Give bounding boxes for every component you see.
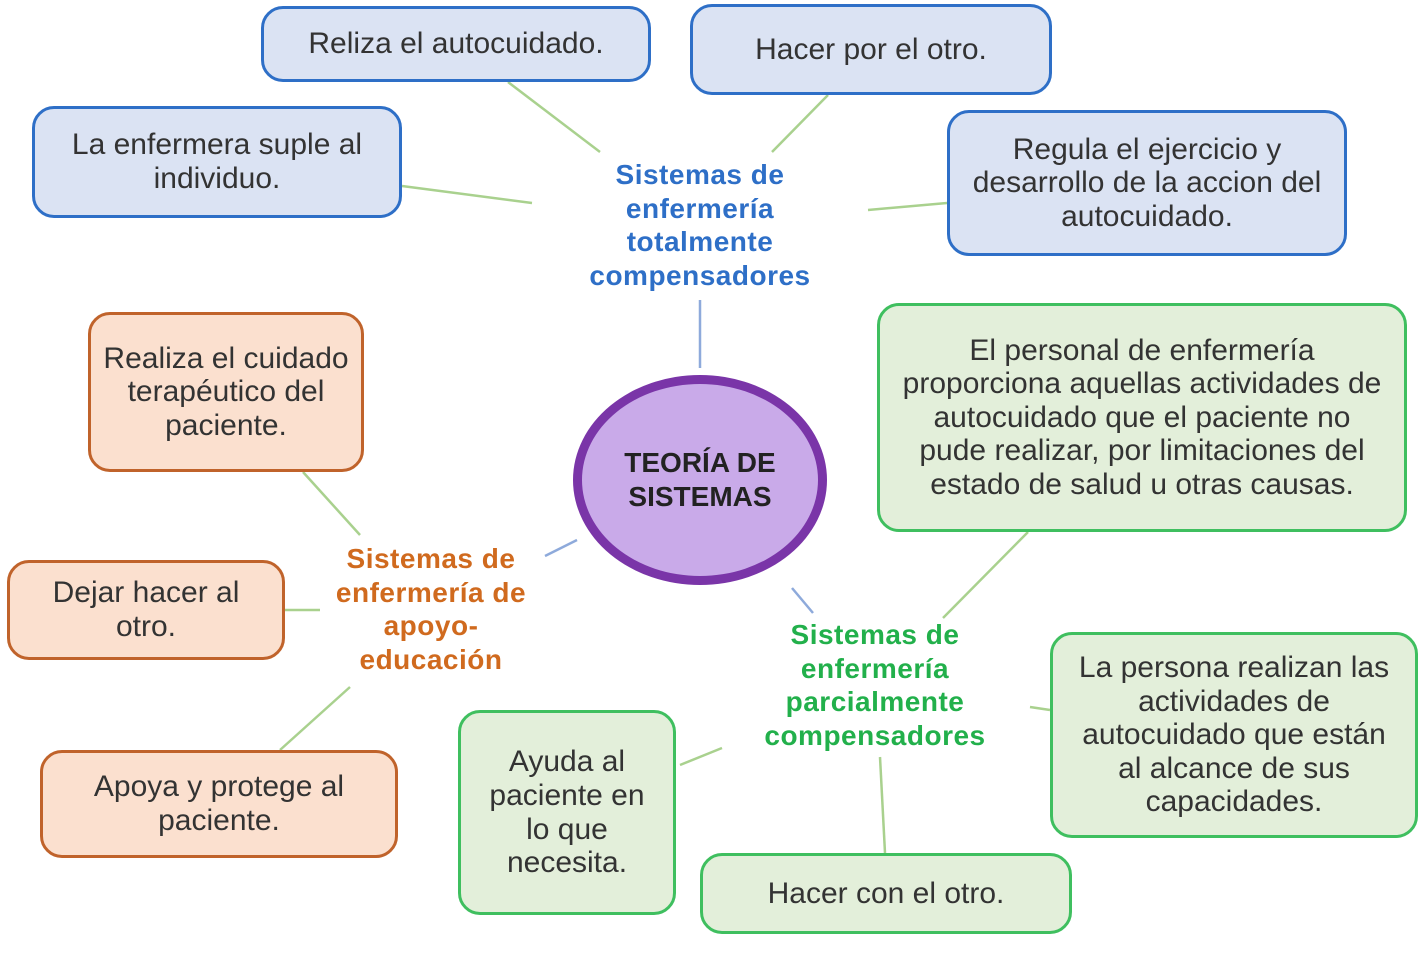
center-node: TEORÍA DE SISTEMAS (573, 375, 827, 585)
link-center-parcialmente (791, 587, 814, 614)
node-apoyo-protege: Apoya y protege al paciente. (40, 750, 398, 858)
link-totalmente-3 (401, 184, 533, 205)
node-totalmente-hacer-por: Hacer por el otro. (690, 4, 1052, 95)
label-totalmente: Sistemas de enfermería totalmente compen… (589, 159, 811, 291)
node-parcialmente-ayuda: Ayuda al paciente en lo que necesita. (458, 710, 676, 915)
node-totalmente-regula: Regula el ejercicio y desarrollo de la a… (947, 110, 1347, 256)
link-apoyo-3 (279, 686, 351, 751)
node-totalmente-suple: La enfermera suple al individuo. (32, 106, 402, 218)
link-parcialmente-4 (878, 756, 887, 854)
node-parcialmente-personal: El personal de enfermería proporciona aq… (877, 303, 1407, 532)
node-parcialmente-persona: La persona realizan las actividades de a… (1050, 632, 1418, 838)
link-totalmente-1 (507, 81, 601, 153)
node-apoyo-terapeutico: Realiza el cuidado terapéutico del pacie… (88, 312, 364, 472)
center-title: TEORÍA DE SISTEMAS (624, 447, 776, 512)
node-parcialmente-hacer-con: Hacer con el otro. (700, 853, 1072, 934)
link-totalmente-2 (771, 94, 829, 153)
link-totalmente-4 (867, 201, 948, 212)
link-parcialmente-3 (679, 746, 723, 767)
node-apoyo-dejar-hacer: Dejar hacer al otro. (7, 560, 285, 660)
label-parcialmente: Sistemas de enfermería parcialmente comp… (764, 619, 986, 751)
label-apoyo: Sistemas de enfermería de apoyo-educació… (335, 543, 527, 675)
link-parcialmente-2 (1029, 705, 1051, 712)
link-apoyo-1 (302, 471, 361, 536)
link-center-apoyo (544, 538, 578, 558)
node-totalmente-autocuidado: Reliza el autocuidado. (261, 6, 651, 82)
link-parcialmente-1 (942, 531, 1029, 619)
